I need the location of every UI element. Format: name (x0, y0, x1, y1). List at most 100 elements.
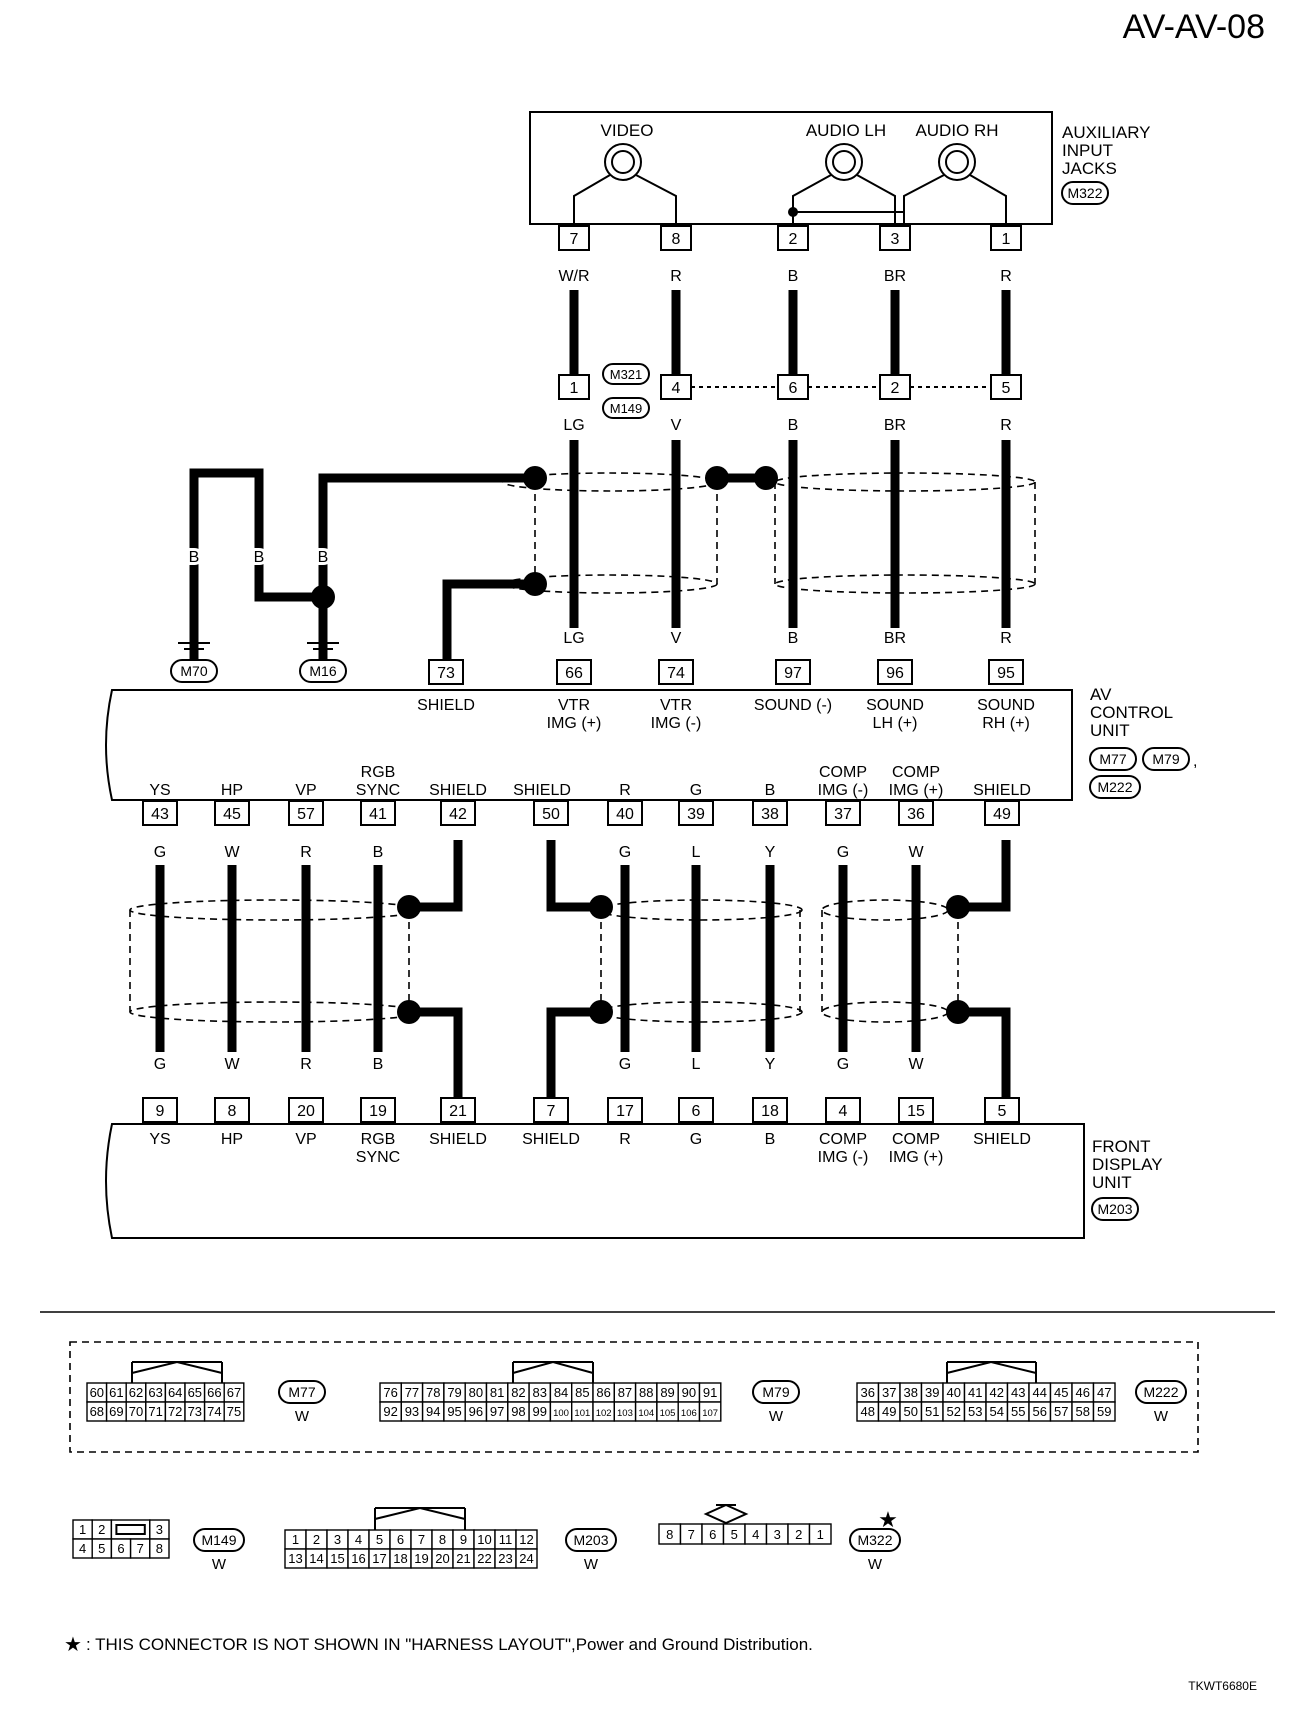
svg-text:L: L (692, 1056, 701, 1073)
svg-text:IMG (+): IMG (+) (889, 1149, 944, 1166)
joint-pin-6: 6 (777, 374, 809, 400)
avcu-pin-96: 96 (877, 659, 913, 685)
connector-pin-number: 65 (188, 1385, 202, 1400)
avcu-pin-42: 42 (440, 800, 476, 826)
cv-star-m322: ★ (878, 1507, 898, 1532)
connector-pin-number: 21 (456, 1551, 470, 1566)
avcu-pin-73: 73 (428, 659, 464, 685)
fdu-pin-4: 4 (825, 1097, 861, 1123)
svg-text:3: 3 (891, 231, 900, 248)
svg-text:39: 39 (687, 806, 705, 823)
cv-color-m79: W (769, 1408, 784, 1425)
avcu-pin-57: 57 (288, 800, 324, 826)
svg-text:G: G (154, 844, 166, 861)
connector-pin-number: 62 (129, 1385, 143, 1400)
aux-pin-2: 2 (777, 225, 809, 251)
connector-pin-number: 6 (709, 1527, 716, 1542)
fdu-pin-21: 21 (440, 1097, 476, 1123)
connector-oval-m79 (1142, 747, 1190, 771)
connector-pin-number: 8 (156, 1541, 163, 1556)
svg-text:1: 1 (570, 380, 579, 397)
upper-shields (502, 466, 1036, 596)
connector-pin-number: 5 (731, 1527, 738, 1542)
connector-pin-number: 90 (682, 1385, 696, 1400)
connector-pin-number: 104 (638, 1408, 654, 1419)
cv-label-m222: M222 (1143, 1384, 1178, 1400)
svg-text:V: V (671, 417, 682, 434)
connector-pin-number: 96 (469, 1404, 483, 1419)
connector-oval-m322 (1061, 181, 1109, 205)
fdu-name-line3: UNIT (1092, 1173, 1132, 1192)
connector-pin-cell (515, 1548, 538, 1569)
svg-text:B: B (373, 844, 384, 861)
svg-text:W: W (224, 844, 240, 861)
svg-text:R: R (619, 782, 631, 799)
ground-wires: B B B M70 M16 (170, 468, 535, 683)
avcu-pin-74: 74 (658, 659, 694, 685)
mid-wire-colors-top: G W R B G L Y G W (154, 844, 925, 861)
svg-text:IMG (+): IMG (+) (889, 782, 944, 799)
svg-text:RH (+): RH (+) (982, 715, 1030, 732)
cv-color-m222: W (1154, 1408, 1169, 1425)
avcu-connector-m77: M77 (1099, 751, 1126, 767)
front-display-unit: YS HP VP RGB SYNC SHIELD SHIELD R G B CO… (105, 1123, 1163, 1239)
connector-pin-number: 79 (447, 1385, 461, 1400)
connector-pin-number: 49 (882, 1404, 896, 1419)
fdu-connector-label: M203 (1097, 1201, 1132, 1217)
svg-text:SYNC: SYNC (356, 782, 400, 799)
connector-pin-number: 12 (519, 1532, 533, 1547)
connector-pin-number: 11 (499, 1532, 513, 1547)
svg-text:6: 6 (692, 1103, 701, 1120)
svg-text:8: 8 (672, 231, 681, 248)
svg-text:40: 40 (616, 806, 634, 823)
connector-pin-number: 8 (439, 1532, 446, 1547)
connector-pin-number: 73 (188, 1404, 202, 1419)
svg-text:SOUND: SOUND (977, 697, 1035, 714)
connector-pin-number: 6 (397, 1532, 404, 1547)
connector-pin-number: 45 (1054, 1385, 1068, 1400)
joint-pin-4: 4 (660, 374, 692, 400)
fdu-pins: 9 8 20 19 21 7 17 6 18 4 15 5 (142, 1097, 1020, 1123)
connector-pin-number: 23 (498, 1551, 512, 1566)
svg-text:5: 5 (998, 1103, 1007, 1120)
avcu-pin-95: 95 (988, 659, 1024, 685)
svg-text:R: R (670, 268, 682, 285)
connector-pin-number: 2 (98, 1522, 105, 1537)
connector-pin-number: 86 (596, 1385, 610, 1400)
page-title: AV-AV-08 (1123, 8, 1265, 46)
connector-pin-number: 36 (861, 1385, 875, 1400)
svg-text:2: 2 (891, 380, 900, 397)
svg-text:BR: BR (884, 417, 906, 434)
joint-pin-2: 2 (879, 374, 911, 400)
svg-text:SHIELD: SHIELD (429, 1131, 487, 1148)
connector-pin-number: 78 (426, 1385, 440, 1400)
connector-pin-number: 95 (447, 1404, 461, 1419)
aux-pin-3: 3 (879, 225, 911, 251)
fdu-pin-5: 5 (984, 1097, 1020, 1123)
connector-pin-number: 102 (596, 1408, 612, 1419)
svg-text:50: 50 (542, 806, 560, 823)
connector-pin-number: 2 (795, 1527, 802, 1542)
connector-pin-number: 76 (383, 1385, 397, 1400)
svg-text:COMP: COMP (819, 764, 867, 781)
svg-text:R: R (1000, 630, 1012, 647)
connector-pin-number: 50 (904, 1404, 918, 1419)
connector-pin-number: 44 (1033, 1385, 1047, 1400)
svg-text:18: 18 (761, 1103, 779, 1120)
footnote-star: ★ (64, 1634, 82, 1656)
connector-pin-number: 48 (861, 1404, 875, 1419)
aux-input-box (529, 111, 1053, 225)
connector-pin-number: 9 (460, 1532, 467, 1547)
connector-pin-cell (149, 1538, 170, 1559)
connector-pin-number: 7 (418, 1532, 425, 1547)
avcu-pin-40: 40 (607, 800, 643, 826)
svg-text:SYNC: SYNC (356, 1149, 400, 1166)
aux-name-line3: JACKS (1062, 159, 1117, 178)
jack-label-audio-rh: AUDIO RH (915, 121, 998, 140)
connector-pin-number: 1 (292, 1532, 299, 1547)
connector-pin-number: 88 (639, 1385, 653, 1400)
connector-pin-number: 4 (79, 1541, 86, 1556)
connector-pin-cell (698, 1401, 722, 1422)
